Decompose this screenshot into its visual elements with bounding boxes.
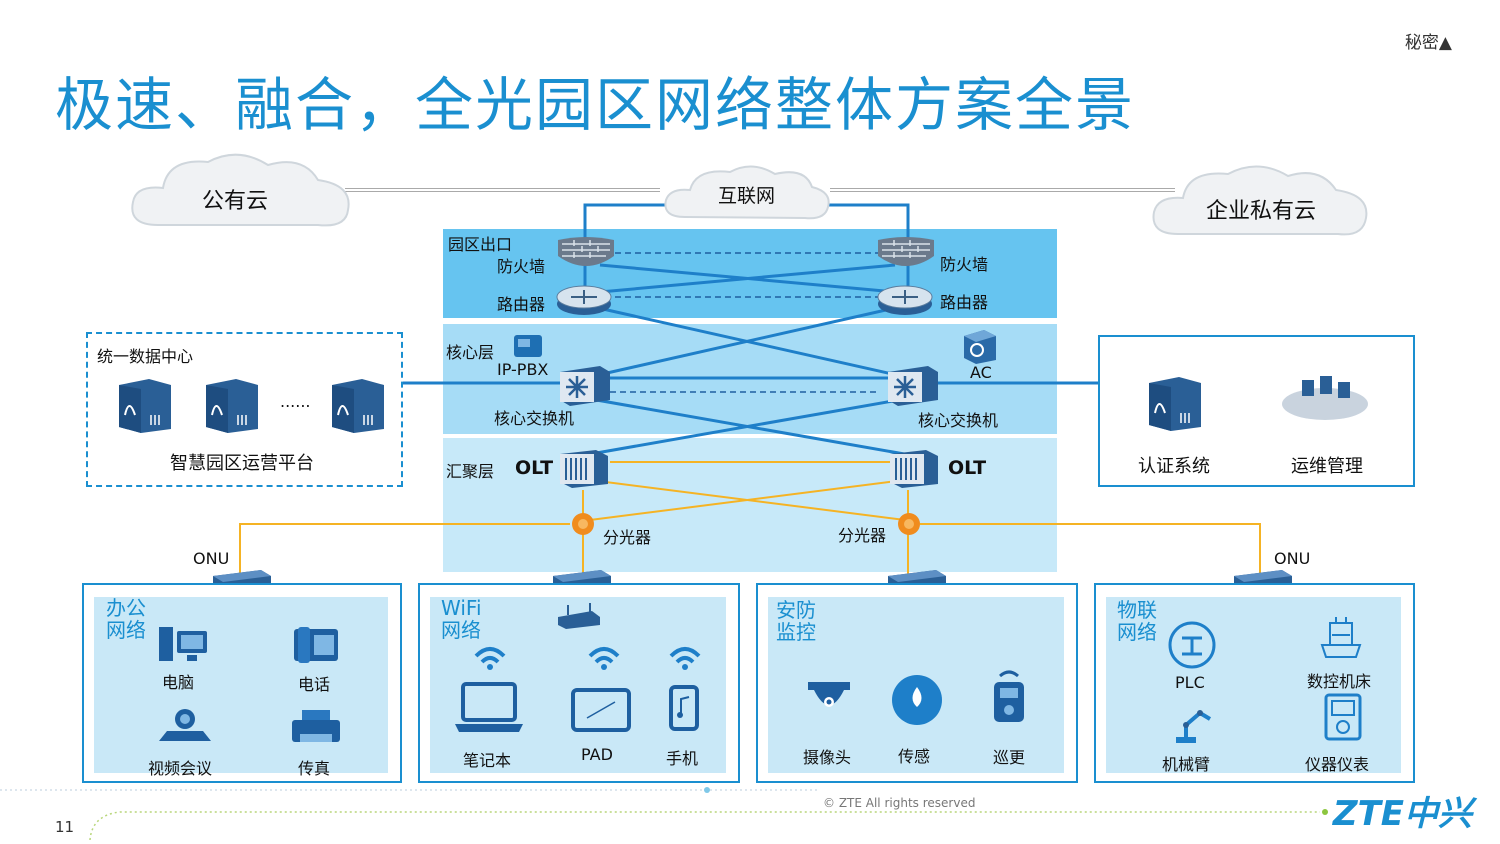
auth-server-icon bbox=[1149, 377, 1201, 431]
plc-icon bbox=[1168, 621, 1216, 669]
olt-right-icon bbox=[890, 450, 938, 488]
wifi-signal-icon bbox=[474, 647, 506, 670]
splitter-left-icon bbox=[572, 513, 594, 535]
core-switch-left-label: 核心交换机 bbox=[494, 409, 575, 428]
patrol-device-icon bbox=[994, 670, 1024, 722]
core-switch-left-icon bbox=[560, 366, 610, 406]
device-label: 手机 bbox=[666, 749, 699, 768]
onu-left-label: ONU bbox=[193, 549, 230, 568]
copyright: © ZTE All rights reserved bbox=[823, 796, 976, 810]
page-number: 11 bbox=[55, 818, 75, 836]
private-cloud-icon bbox=[1152, 165, 1368, 236]
device-label: 电话 bbox=[298, 675, 331, 694]
datacenter-title: 统一数据中心 bbox=[97, 347, 194, 366]
firewall-left-icon bbox=[558, 237, 614, 266]
core-layer-label: 核心层 bbox=[446, 343, 495, 362]
aggregation-layer-band bbox=[443, 438, 1057, 572]
router-left-icon bbox=[556, 285, 612, 315]
core-switch-right-icon bbox=[888, 366, 938, 406]
public-cloud-label: 公有云 bbox=[202, 189, 269, 214]
ippbx-icon bbox=[514, 335, 542, 357]
wifi-router-icon bbox=[558, 603, 600, 629]
firewall-left-label: 防火墙 bbox=[497, 257, 546, 276]
splitter-right-label: 分光器 bbox=[838, 526, 887, 545]
public-cloud-icon bbox=[131, 153, 350, 227]
page-title: 极速、融合，全光园区网络整体方案全景 bbox=[55, 71, 1136, 139]
router-right-icon bbox=[877, 285, 933, 315]
camera-icon bbox=[808, 682, 850, 707]
computer-icon bbox=[159, 627, 207, 661]
internet-cloud-icon bbox=[664, 165, 830, 220]
auth-label: 认证系统 bbox=[1138, 456, 1210, 477]
device-label: 笔记本 bbox=[463, 751, 512, 770]
office-network-title: 办公 网络 bbox=[106, 596, 146, 642]
ops-label: 运维管理 bbox=[1291, 456, 1363, 477]
device-label: 巡更 bbox=[993, 748, 1026, 767]
device-label: PAD bbox=[581, 745, 613, 764]
olt-right-label: OLT bbox=[948, 457, 987, 479]
firewall-right-label: 防火墙 bbox=[940, 255, 989, 274]
core-switch-right-label: 核心交换机 bbox=[918, 411, 999, 430]
device-label: 摄像头 bbox=[803, 748, 852, 767]
device-label: 机械臂 bbox=[1162, 755, 1211, 774]
security-network-title: 安防 监控 bbox=[776, 598, 816, 644]
device-label: PLC bbox=[1175, 673, 1205, 692]
laptop-icon bbox=[455, 682, 523, 732]
datacenter-ellipsis: ...... bbox=[280, 392, 311, 411]
exit-layer-label: 园区出口 bbox=[448, 235, 513, 254]
fax-icon bbox=[292, 710, 340, 742]
device-label: 视频会议 bbox=[148, 759, 213, 778]
device-label: 传真 bbox=[298, 759, 331, 778]
sensor-icon bbox=[892, 675, 942, 725]
device-label: 仪器仪表 bbox=[1305, 755, 1370, 774]
device-label: 数控机床 bbox=[1307, 672, 1372, 691]
splitter-right-icon bbox=[898, 513, 920, 535]
olt-left-icon bbox=[560, 450, 608, 488]
device-label: 电脑 bbox=[162, 673, 195, 692]
ac-icon bbox=[964, 330, 996, 364]
confidential-label: 秘密▲ bbox=[1404, 33, 1452, 53]
ippbx-label: IP-PBX bbox=[497, 360, 549, 379]
wifi-network-title: WiFi 网络 bbox=[441, 596, 482, 642]
server-icon bbox=[119, 379, 171, 433]
splitter-left-label: 分光器 bbox=[603, 528, 652, 547]
ops-management-icon bbox=[1282, 376, 1368, 420]
zte-logo: ZTE中兴 bbox=[1332, 794, 1472, 834]
robotic-arm-icon bbox=[1176, 710, 1212, 743]
tablet-icon bbox=[571, 688, 631, 732]
wifi-signal-icon bbox=[669, 647, 701, 670]
olt-left-label: OLT bbox=[515, 457, 554, 479]
router-left-label: 路由器 bbox=[497, 295, 546, 314]
video-conference-icon bbox=[159, 709, 211, 741]
exit-layer-band bbox=[443, 229, 1057, 318]
instrument-meter-icon bbox=[1324, 693, 1362, 741]
internet-cloud-label: 互联网 bbox=[718, 185, 776, 207]
server-icon bbox=[332, 379, 384, 433]
ac-label: AC bbox=[970, 363, 992, 382]
router-right-label: 路由器 bbox=[940, 293, 989, 312]
platform-label: 智慧园区运营平台 bbox=[170, 453, 314, 474]
server-icon bbox=[206, 379, 258, 433]
iot-network-title: 物联 网络 bbox=[1117, 598, 1157, 644]
cnc-machine-icon bbox=[1320, 617, 1362, 658]
phone-icon bbox=[294, 627, 338, 663]
office-network-panel bbox=[82, 583, 402, 783]
aggregation-layer-label: 汇聚层 bbox=[446, 462, 495, 481]
device-label: 传感 bbox=[898, 747, 931, 766]
mobile-phone-icon bbox=[669, 685, 699, 731]
private-cloud-label: 企业私有云 bbox=[1206, 199, 1317, 224]
onu-right-label: ONU bbox=[1274, 549, 1311, 568]
firewall-right-icon bbox=[878, 237, 934, 266]
wifi-signal-icon bbox=[588, 647, 620, 670]
